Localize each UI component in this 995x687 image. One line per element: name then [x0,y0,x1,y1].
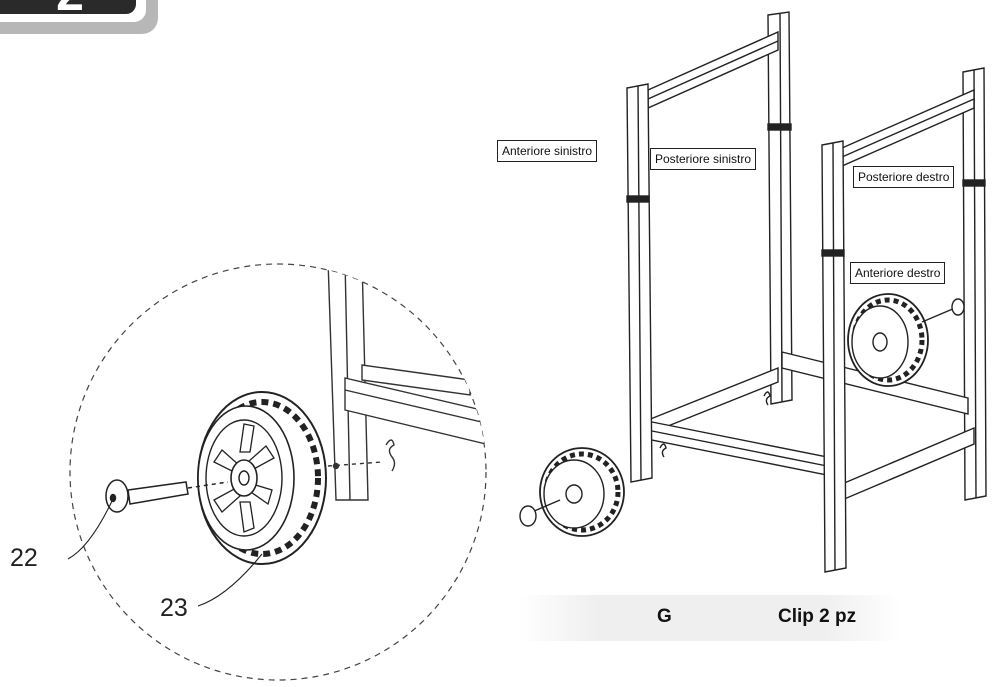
part-number-axle: 22 [10,544,38,572]
detail-circle [69,263,487,681]
leader-line-axle [67,500,113,560]
left-bottom-rail [647,366,779,436]
rear-wheel-icon [847,293,965,387]
front-bottom-rail [641,419,833,477]
leader-line-wheel [197,553,263,607]
hair-pin-clip-icon [659,443,667,458]
label-rear-left: Posteriore sinistro [650,148,757,170]
legend-letter: G [657,606,672,627]
legend-description: Clip 2 pz [778,606,857,627]
front-wheel-icon [519,447,625,537]
detail-hair-pin-clip-icon [385,439,396,472]
front-left-leg [626,83,653,483]
label-rear-right: Posteriore destro [853,166,955,188]
rear-right-leg [962,67,987,501]
detail-wheel-icon [197,391,327,565]
left-top-rail [647,30,779,110]
right-bottom-rail [841,426,975,502]
right-top-rail [841,88,975,168]
label-front-right: Anteriore destro [850,262,946,284]
cart-frame [519,11,987,573]
step-number: 2 [56,0,84,21]
legend-box: G Clip 2 pz [520,595,900,641]
part-number-wheel: 23 [160,594,188,622]
step-badge: 2 [0,0,158,34]
front-right-leg [821,140,847,573]
hair-pin-clip-rear-icon [763,391,771,406]
detail-axle-icon [105,479,229,513]
detail-crossbar [344,364,486,446]
rear-left-leg [767,11,793,405]
detail-magnifier [67,263,487,681]
label-front-left: Anteriore sinistro [497,140,598,162]
